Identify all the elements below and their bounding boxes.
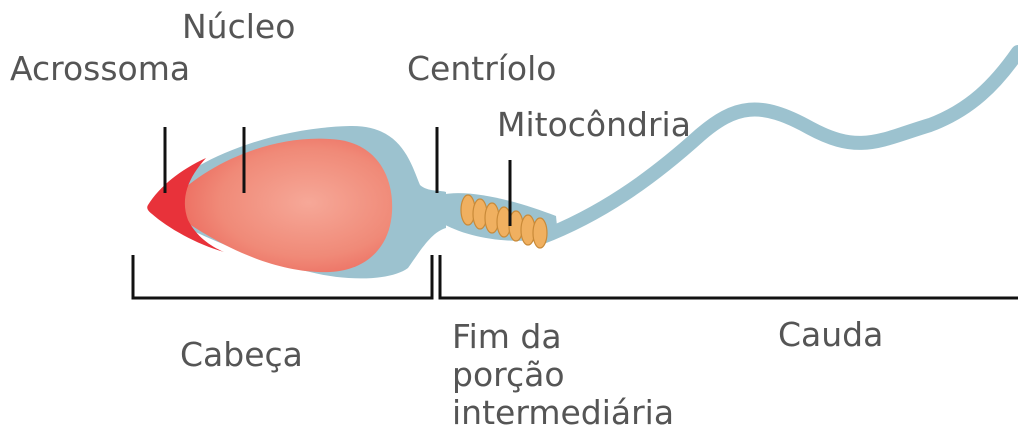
label-centriole: Centríolo [407,52,556,85]
label-nucleus: Núcleo [182,10,295,43]
tail-flagellum [540,52,1018,238]
midpiece-tail-bracket [440,255,1018,298]
label-mitochondria: Mitocôndria [497,108,691,141]
label-head: Cabeça [180,338,303,371]
label-midpiece-end: Fim da porção intermediária [452,318,674,432]
label-acrosome: Acrossoma [10,52,190,85]
mitochondrion [533,218,547,248]
label-tail: Cauda [778,318,883,351]
label-midpiece-end-line: intermediária [452,394,674,432]
label-midpiece-end-line: porção [452,356,674,394]
label-midpiece-end-line: Fim da [452,318,674,356]
